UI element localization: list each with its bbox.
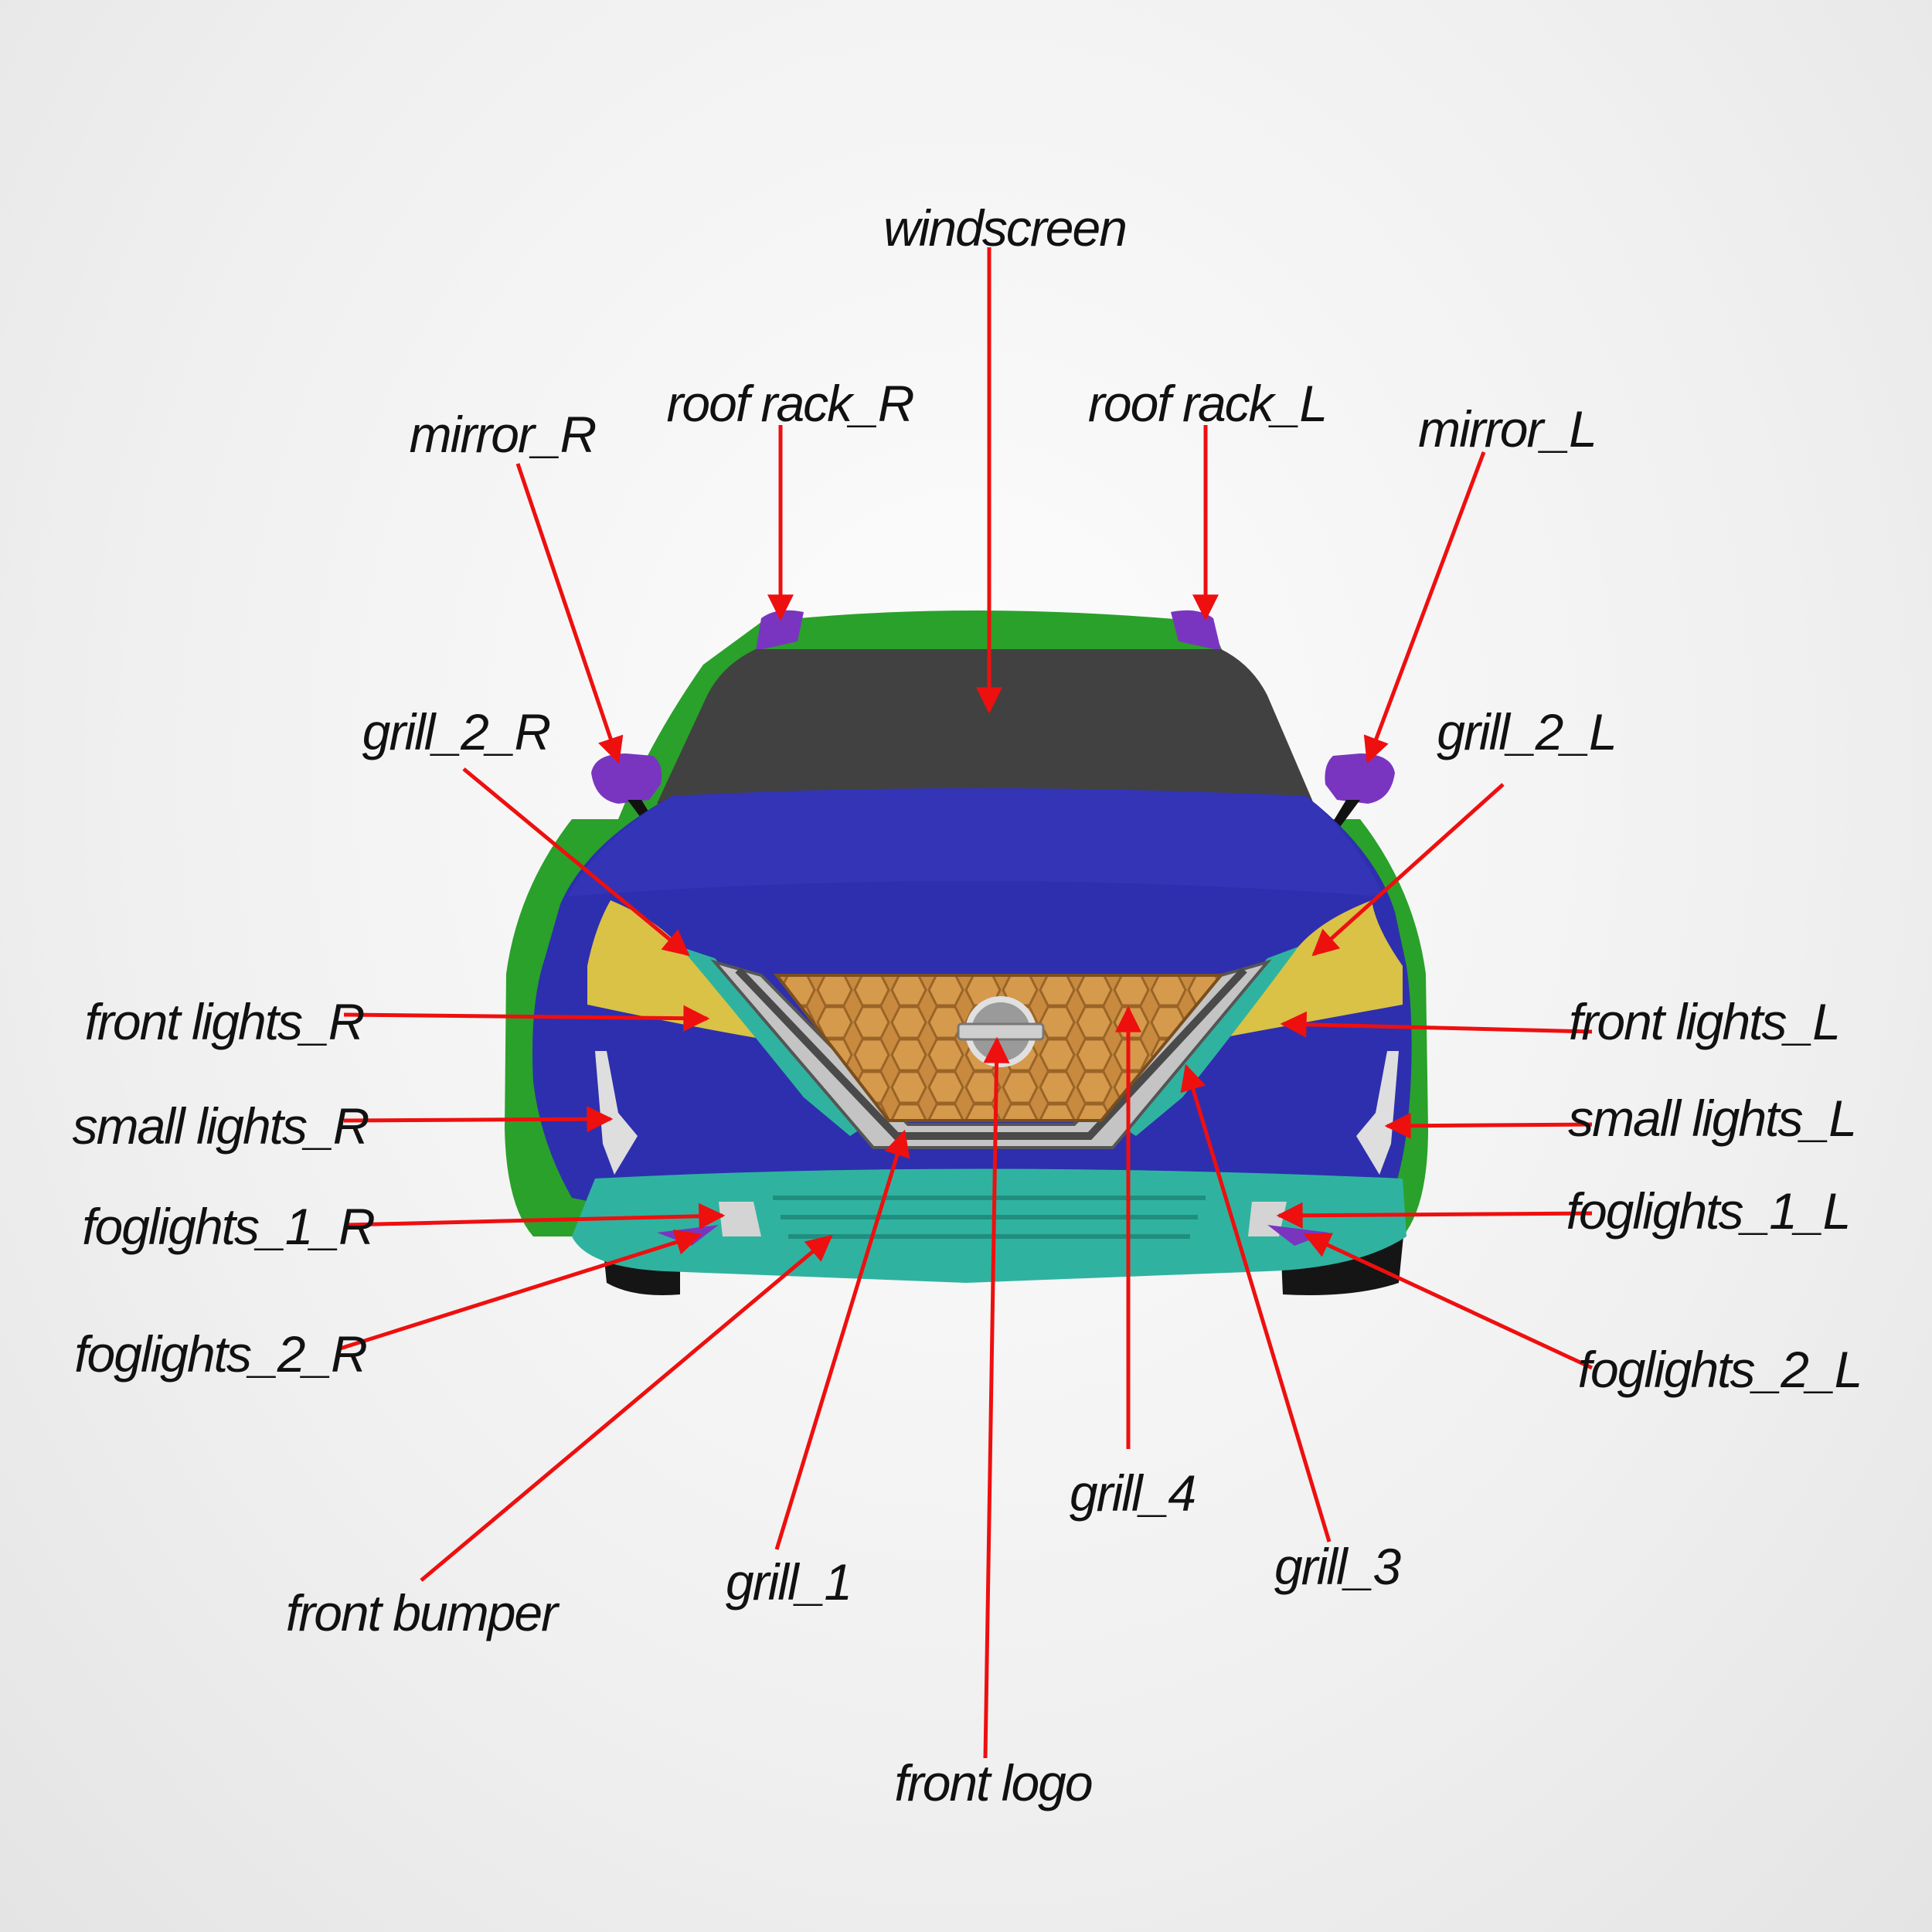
part-labels: windscreen roof rack_R roof rack_L mirro…: [73, 199, 1863, 1811]
label-front-lights-r: front lights_R: [85, 993, 364, 1050]
foglight-1-right-shape: [719, 1202, 761, 1236]
arrow-grill-2-r: [462, 767, 690, 957]
label-front-bumper: front bumper: [286, 1584, 560, 1641]
small-light-right-shape: [595, 1051, 638, 1175]
foglight-2-left-shape: [1267, 1225, 1329, 1246]
label-roof-rack-r: roof rack_R: [666, 375, 913, 432]
arrow-front-bumper: [420, 1234, 833, 1582]
arrow-grill-3: [1180, 1063, 1332, 1543]
label-roof-rack-l: roof rack_L: [1088, 375, 1326, 432]
label-small-lights-l: small lights_L: [1568, 1090, 1855, 1147]
label-front-lights-l: front lights_L: [1569, 993, 1839, 1050]
hood-shading: [568, 788, 1383, 896]
label-grill-4: grill_4: [1070, 1464, 1195, 1522]
mirror-left: [1325, 753, 1395, 827]
arrow-grill-1: [774, 1129, 910, 1550]
car-illustration: [505, 610, 1428, 1295]
arrow-front-logo: [983, 1036, 1010, 1759]
label-front-logo: front logo: [894, 1754, 1091, 1811]
label-windscreen: windscreen: [883, 199, 1126, 257]
arrow-grill-2-l: [1311, 783, 1505, 957]
label-grill-3: grill_3: [1274, 1538, 1401, 1595]
arrow-foglights-1-r: [347, 1202, 726, 1230]
label-mirror-r: mirror_R: [410, 406, 596, 463]
arrow-foglights-2-r: [339, 1230, 702, 1351]
windscreen-glass: [657, 649, 1314, 804]
label-mirror-l: mirror_L: [1418, 400, 1596, 457]
label-foglights-1-l: foglights_1_L: [1566, 1182, 1850, 1240]
label-foglights-2-l: foglights_2_L: [1578, 1341, 1862, 1398]
arrow-foglights-2-l: [1303, 1233, 1594, 1370]
leader-arrows: [339, 247, 1594, 1759]
label-foglights-1-r: foglights_1_R: [82, 1198, 374, 1255]
label-grill-1: grill_1: [726, 1553, 851, 1611]
small-light-left-shape: [1356, 1051, 1399, 1175]
label-grill-2-l: grill_2_L: [1437, 703, 1616, 760]
label-grill-2-r: grill_2_R: [362, 703, 550, 760]
arrow-mirror-r: [515, 463, 624, 764]
label-foglights-2-r: foglights_2_R: [74, 1325, 366, 1383]
arrow-small-lights-l: [1384, 1112, 1593, 1139]
arrow-front-lights-r: [343, 1005, 710, 1032]
grill-1-inner: [735, 967, 1247, 1140]
arrow-front-lights-l: [1280, 1011, 1593, 1038]
front-light-left-shape: [1213, 900, 1403, 1039]
arrow-mirror-l: [1363, 451, 1486, 764]
arrow-foglights-1-l: [1276, 1202, 1593, 1229]
label-small-lights-r: small lights_R: [73, 1097, 369, 1155]
front-light-right-shape: [587, 900, 765, 1039]
arrow-small-lights-r: [343, 1106, 614, 1133]
